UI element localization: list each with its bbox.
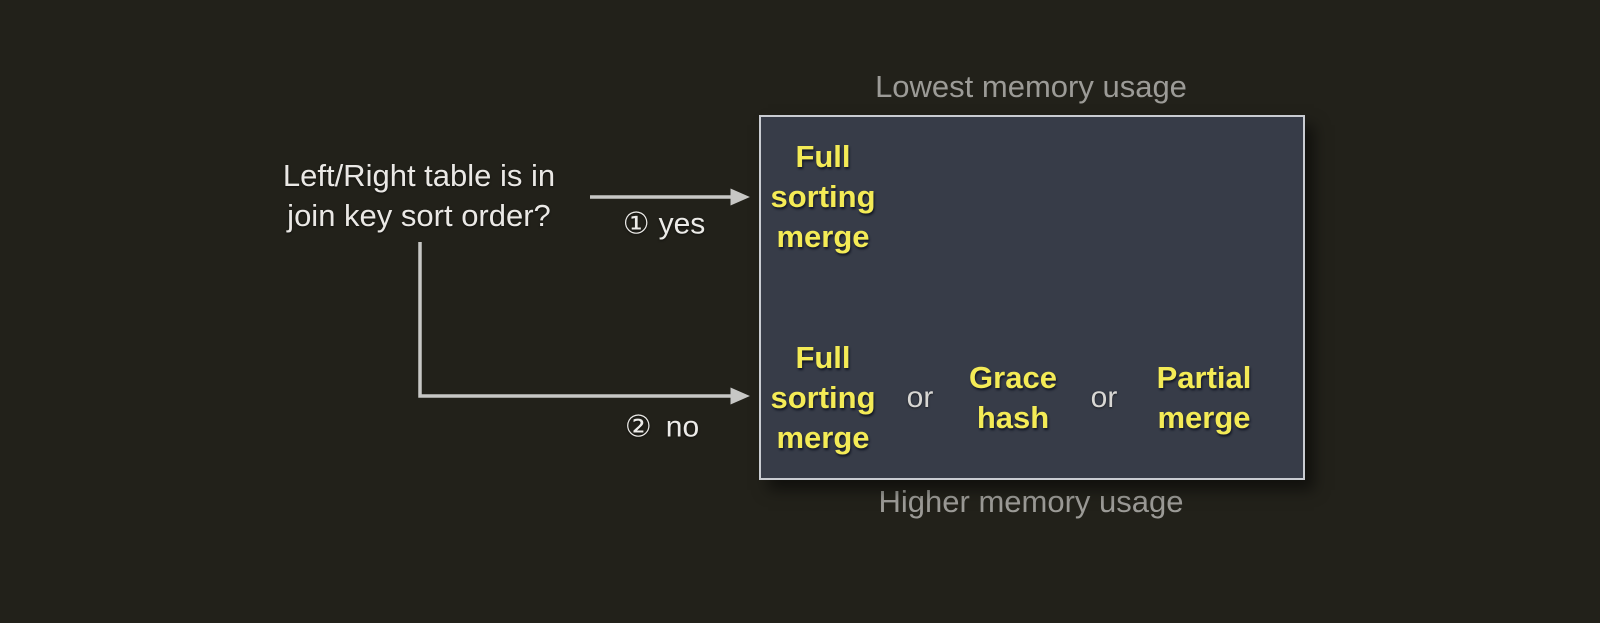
option-grace-hash: Grace hash bbox=[969, 360, 1057, 435]
option-full-sorting-merge-no: Full sorting merge bbox=[770, 340, 876, 455]
caption-lowest-memory: Lowest memory usage bbox=[875, 69, 1187, 104]
or-separator-1: or bbox=[906, 381, 934, 414]
branch-label-no: ② no bbox=[625, 410, 699, 445]
question-line-2: join key sort order? bbox=[287, 198, 551, 233]
circled-one-icon: ① bbox=[622, 207, 650, 241]
option-full-sorting-merge-yes: Full sorting merge bbox=[770, 139, 876, 254]
branch-yes-text: yes bbox=[658, 207, 706, 241]
circled-two-icon: ② bbox=[624, 410, 652, 444]
or-separator-2: or bbox=[1090, 381, 1118, 414]
caption-higher-memory: Higher memory usage bbox=[878, 484, 1184, 519]
question-line-1: Left/Right table is in bbox=[282, 158, 556, 193]
option-partial-merge: Partial merge bbox=[1156, 360, 1252, 435]
algorithms-box bbox=[759, 115, 1305, 480]
branch-no-text: no bbox=[665, 410, 700, 444]
no-arrow bbox=[418, 242, 750, 405]
question-text: Left/Right table is in join key sort ord… bbox=[283, 156, 555, 236]
